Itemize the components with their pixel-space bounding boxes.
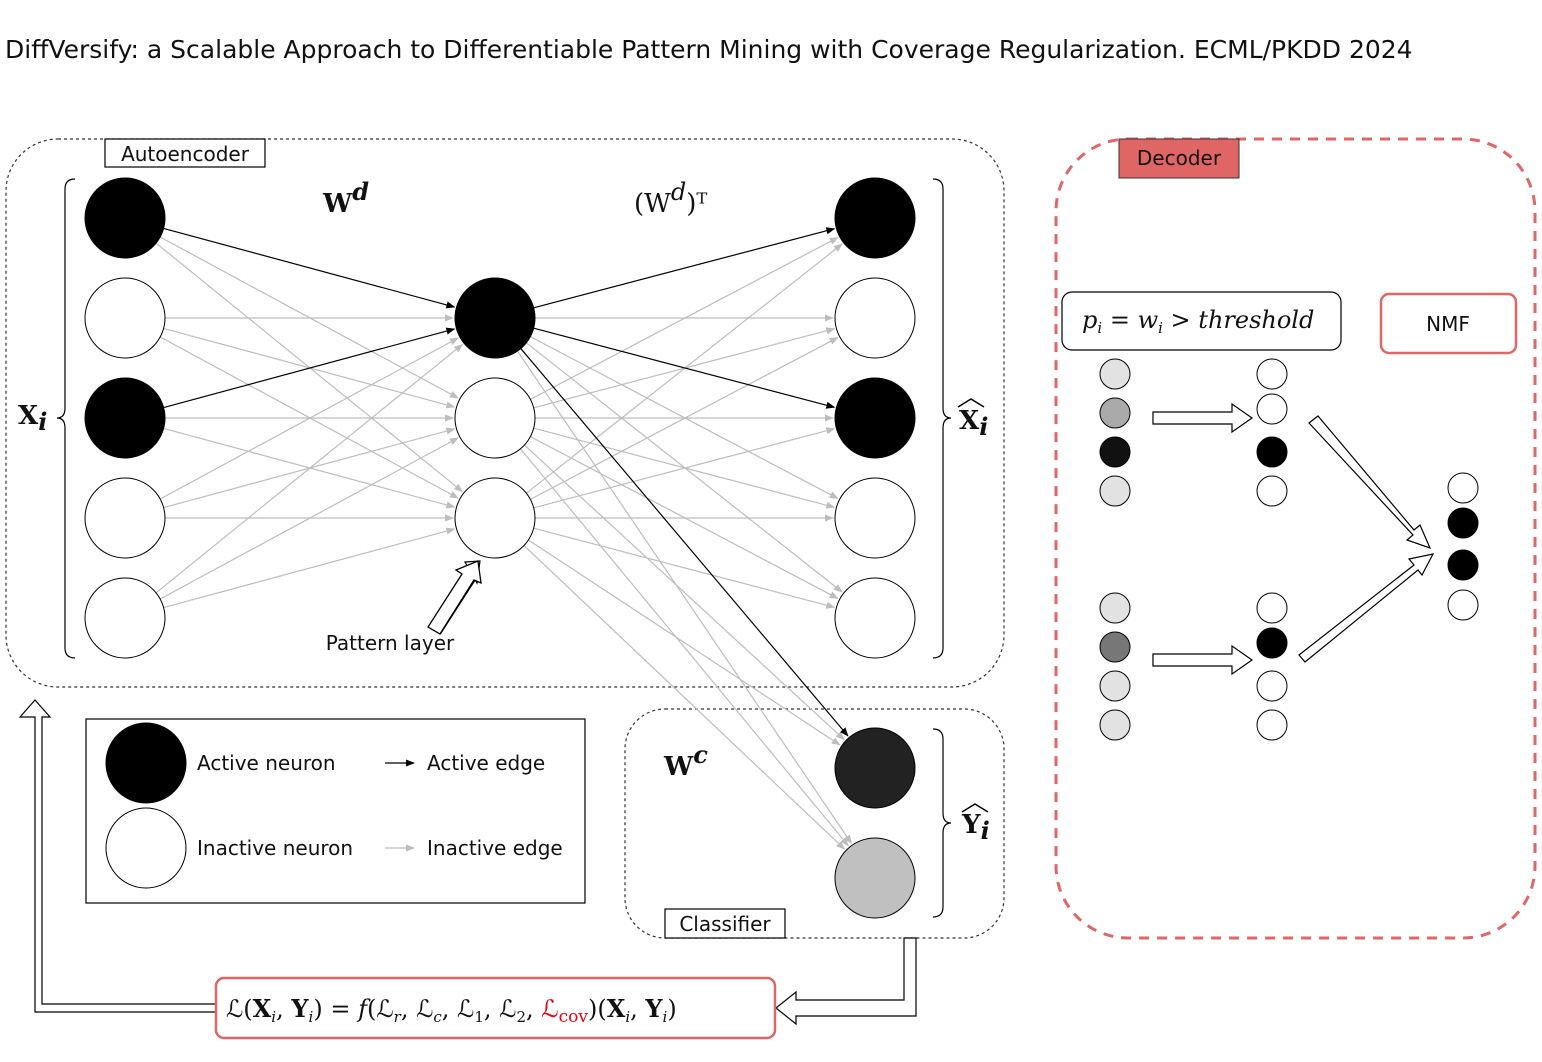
autoencoder-box <box>5 138 1005 688</box>
classifier-neuron <box>834 727 916 809</box>
edge-pattern-to-output <box>530 237 839 400</box>
decoder-pattern-neuron <box>1256 670 1288 702</box>
edge-input-to-pattern <box>159 437 459 600</box>
input-neuron <box>84 477 166 559</box>
legend-active-edge: Active edge <box>427 751 545 775</box>
output-neuron <box>834 177 916 259</box>
edge-pattern-to-output <box>530 337 839 500</box>
threshold-formula-box <box>1061 291 1342 351</box>
pattern-neuron <box>454 277 536 359</box>
svg-text:Xi: Xi <box>959 406 988 441</box>
threshold-arrow-bottom <box>1152 644 1254 676</box>
nmf-output-neuron <box>1447 507 1479 539</box>
output-neuron <box>834 477 916 559</box>
edge-pattern-to-output <box>533 527 836 609</box>
loss-formula: ℒ(Xi, Yi) = f(ℒr, ℒc, ℒ1, ℒ2, ℒcov)(Xi, … <box>226 994 677 1027</box>
output-label: Xi <box>957 398 988 441</box>
edge-pattern-to-classifier <box>523 545 846 850</box>
decoder-neurons <box>1099 358 1479 741</box>
legend-active-neuron: Active neuron <box>197 751 336 775</box>
pattern-neuron <box>454 377 536 459</box>
input-neuron <box>84 177 166 259</box>
edge-input-to-pattern <box>155 343 464 594</box>
input-neuron <box>84 577 166 659</box>
legend-inactive-edge: Inactive edge <box>427 836 563 860</box>
nmf-arrow-bottom <box>1298 553 1435 663</box>
edge-pattern-to-output <box>526 243 843 494</box>
nmf-output-neuron <box>1447 549 1479 581</box>
decoder-box <box>1054 137 1537 940</box>
nmf-output-neuron <box>1447 589 1479 621</box>
legend-inactive-neuron: Inactive neuron <box>197 836 353 860</box>
legend-active-neuron-icon <box>105 722 187 804</box>
nmf-box <box>1379 292 1518 355</box>
decoder-pattern-neuron <box>1256 358 1288 390</box>
edge-input-to-pattern <box>163 327 456 409</box>
edge-pattern-to-classifier <box>520 448 849 847</box>
output-bracket <box>932 178 952 659</box>
pattern-layer-label: Pattern layer <box>326 631 455 655</box>
feedback-arrow-right <box>775 937 917 1026</box>
edge-pattern-to-classifier <box>524 444 845 741</box>
edge-pattern-to-classifier <box>528 539 841 746</box>
nmf-arrow-top <box>1308 415 1432 550</box>
pattern-layer-arrow-shape <box>427 560 482 635</box>
edge-pattern-to-classifier <box>516 350 852 844</box>
decoder-weight-neuron <box>1099 397 1131 429</box>
decoder-weight-neuron <box>1099 475 1131 507</box>
decoder-pattern-neuron <box>1256 475 1288 507</box>
output-neuron <box>834 577 916 659</box>
decoder-pattern-neuron <box>1256 436 1288 468</box>
edge-input-to-pattern <box>163 227 456 309</box>
decoder-weight-neuron <box>1099 436 1131 468</box>
classifier-neuron <box>834 837 916 919</box>
edge-pattern-to-output <box>533 227 836 309</box>
active-edges <box>163 227 849 737</box>
classifier-label: Classifier <box>679 912 771 936</box>
edge-input-to-pattern <box>163 527 456 609</box>
output-neuron <box>834 377 916 459</box>
encoder-weight-label: Wd <box>322 177 369 219</box>
figure-title: DiffVersify: a Scalable Approach to Diff… <box>5 35 1413 64</box>
neurons <box>84 177 916 919</box>
input-neuron <box>84 277 166 359</box>
decoder-pattern-neuron <box>1256 627 1288 659</box>
output-neuron <box>834 277 916 359</box>
nmf-label: NMF <box>1426 312 1470 336</box>
decoder-pattern-neuron <box>1256 592 1288 624</box>
legend-inactive-neuron-icon <box>105 807 187 889</box>
decoder-weight-neuron <box>1099 592 1131 624</box>
edge-pattern-to-output <box>533 327 836 409</box>
pattern-neuron <box>454 477 536 559</box>
decoder-weight-neuron <box>1099 358 1131 390</box>
decoder-label-box <box>1118 138 1240 179</box>
threshold-formula: pi = wi > threshold <box>1082 306 1314 337</box>
input-bracket <box>56 178 76 659</box>
decoder-weight-neuron <box>1099 709 1131 741</box>
autoencoder-label-box <box>104 138 266 168</box>
nmf-output-neuron <box>1447 472 1479 504</box>
edge-pattern-to-output <box>533 427 836 509</box>
decoder-weight-neuron <box>1099 670 1131 702</box>
decoder-label: Decoder <box>1137 146 1222 170</box>
classifier-weight-label: Wc <box>663 740 708 782</box>
decoder-pattern-neuron <box>1256 709 1288 741</box>
classifier-box <box>624 708 1005 939</box>
classifier-bracket <box>932 728 952 918</box>
edge-input-to-pattern <box>159 337 459 500</box>
classifier-label-box <box>664 908 786 939</box>
decoder-weight-label: (Wd)ᵀ <box>634 178 707 219</box>
threshold-arrow-top <box>1152 402 1254 434</box>
input-label: Xi <box>18 401 47 436</box>
edge-pattern-to-classifier <box>520 348 849 737</box>
svg-text:Yi: Yi <box>961 810 990 845</box>
input-neuron <box>84 377 166 459</box>
autoencoder-label: Autoencoder <box>121 142 250 166</box>
classifier-output-label: Yi <box>961 803 990 845</box>
decoder-weight-neuron <box>1099 631 1131 663</box>
decoder-pattern-neuron <box>1256 393 1288 425</box>
loss-formula-box <box>214 976 777 1040</box>
